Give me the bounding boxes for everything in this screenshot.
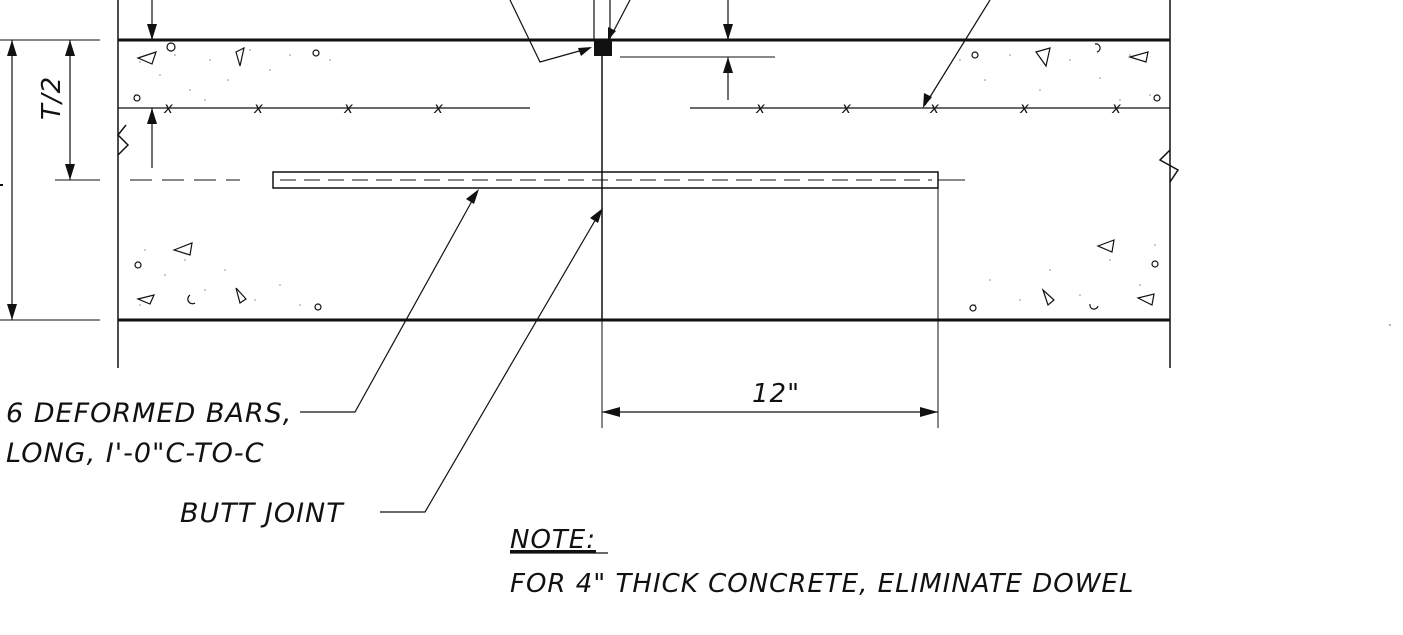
bars-callout-line2: LONG, I'-0"C-TO-C [6,438,264,469]
sealant-leader-arrowhead-right [608,27,616,40]
butt-joint-leader-arrowhead [590,208,603,223]
t-half-label: T/2 [37,76,67,120]
svg-text:x: x [253,99,264,117]
sealant-depth-dimension [620,0,775,100]
bars-leader [300,191,478,413]
stipple-dots [134,49,1156,306]
mesh-leader [924,0,991,106]
right-break-symbol [1158,149,1180,183]
sealant-leader-left [509,0,591,63]
dim-12-arrow-right [920,407,938,417]
butt-joint-leader [380,211,601,513]
svg-text:x: x [433,99,444,117]
note-body: FOR 4" THICK CONCRETE, ELIMINATE DOWEL [510,569,1134,599]
slab-outline [0,0,1180,368]
top-leaders [509,0,991,108]
butt-joint [593,0,939,428]
svg-text:x: x [929,99,940,117]
aggregate-shapes [133,42,1161,312]
mesh-leader-arrowhead [923,93,932,108]
joint-sealant-block [594,40,612,56]
svg-text:x: x [163,99,174,117]
svg-text:x: x [1019,99,1030,117]
bars-callout-line1: 6 DEFORMED BARS, [6,398,292,429]
note-title: NOTE: [510,525,596,555]
dowel-length-dimension [602,407,938,417]
scan-speck [1389,324,1391,326]
svg-text:x: x [755,99,766,117]
dim-12-arrow-left [602,407,620,417]
butt-joint-label: BUTT JOINT [180,498,345,529]
bottom-leaders [300,189,603,513]
left-dimensions [0,0,157,320]
svg-text:x: x [343,99,354,117]
svg-text:x: x [841,99,852,117]
svg-text:x: x [1111,99,1122,117]
left-break-symbol [116,124,130,156]
concrete-aggregate-texture [133,42,1161,312]
bars-leader-arrowhead [466,189,479,204]
dowel-bar [130,171,965,189]
dim-12-label: 12" [752,379,800,409]
sealant-leader-arrowhead-left [578,47,592,56]
